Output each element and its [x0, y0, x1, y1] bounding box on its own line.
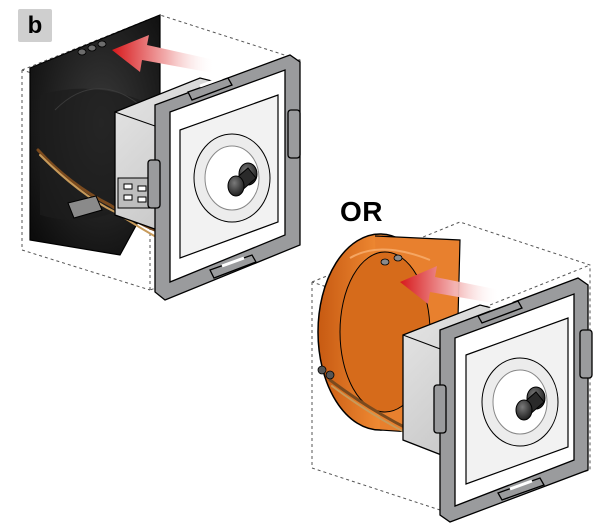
or-separator: OR	[340, 196, 383, 227]
step-label: b	[27, 12, 43, 39]
flush-box-panel	[311, 221, 593, 523]
screw-holes	[380, 254, 403, 266]
screw-holes	[317, 365, 335, 380]
clip-part	[67, 195, 103, 219]
rotary-knob-icon	[227, 162, 258, 197]
dimmer-face-plate	[465, 317, 569, 485]
step-badge: b	[18, 9, 52, 42]
frame-slot	[221, 256, 245, 268]
screw-holes	[77, 40, 107, 56]
wall-cavity-panel	[21, 14, 301, 301]
push-arrow-icon	[112, 35, 215, 73]
rotary-knob-icon	[515, 386, 546, 421]
push-arrow-icon	[400, 266, 500, 304]
frame-slot	[509, 479, 533, 491]
frame-slot	[199, 76, 223, 88]
frame-slot	[489, 299, 513, 311]
